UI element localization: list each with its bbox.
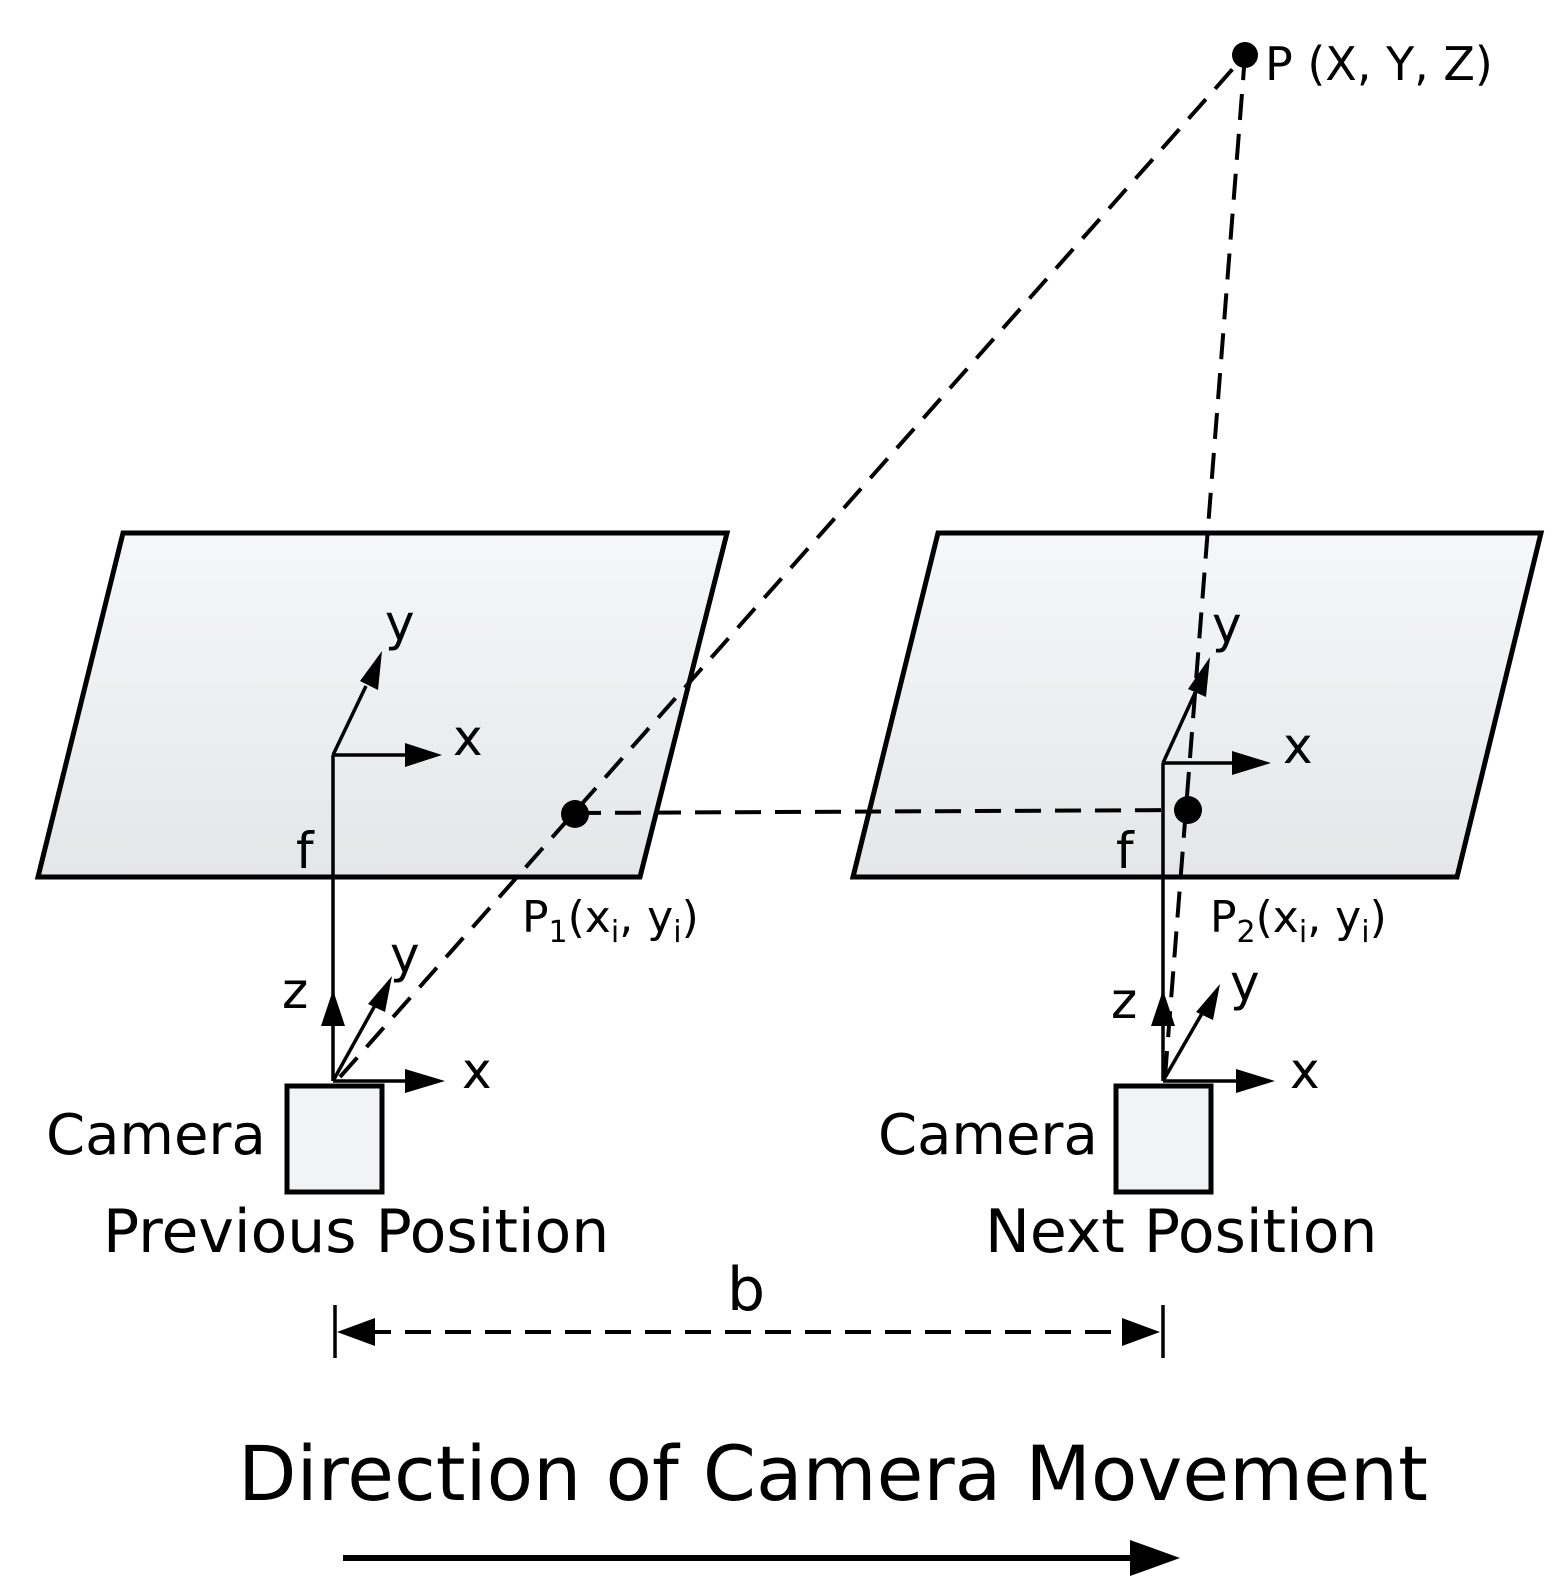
right-camera-box (1113, 1083, 1214, 1195)
p2-label: P2(xi, yi) (1210, 892, 1387, 950)
left-focal-label: f (296, 822, 315, 880)
left-cam-x-arrowhead (405, 1069, 445, 1093)
right-image-plane (849, 530, 1545, 880)
right-plane-y-arrowhead (1188, 657, 1210, 697)
right-plane-y-label: y (1212, 596, 1242, 654)
right-cam-z-label: z (1111, 972, 1137, 1030)
point-p1 (561, 800, 589, 828)
left-cam-y-label: y (390, 926, 420, 984)
left-plane-y-arrowhead (360, 651, 382, 690)
right-plane-x-label: x (1283, 717, 1313, 775)
point-p (1232, 42, 1258, 68)
right-focal-label: f (1116, 822, 1135, 880)
left-plane-x-arrowhead (405, 743, 442, 767)
point-p-label: P (X, Y, Z) (1265, 37, 1493, 91)
right-cam-y-axis-line (1161, 1009, 1206, 1082)
ray-right-camera-to-p (1163, 54, 1247, 1078)
left-camera-label: Camera (46, 1103, 266, 1168)
right-cam-y-arrowhead (1196, 984, 1220, 1020)
right-cam-z-arrowhead (1151, 990, 1175, 1026)
correspondence-line (574, 808, 1189, 815)
right-position-label: Next Position (985, 1197, 1377, 1267)
movement-title: Direction of Camera Movement (238, 1429, 1428, 1518)
left-image-plane (34, 530, 731, 880)
baseline-label: b (727, 1255, 765, 1325)
left-cam-z-label: z (282, 962, 308, 1020)
right-cam-x-arrowhead (1236, 1069, 1275, 1093)
point-p2 (1174, 796, 1202, 824)
left-cam-x-label: x (462, 1042, 492, 1100)
left-cam-y-arrowhead (368, 976, 392, 1012)
ray-left-camera-to-p (338, 53, 1247, 1079)
left-plane-x-label: x (453, 709, 483, 767)
right-plane-x-arrowhead (1232, 751, 1271, 775)
left-position-label: Previous Position (103, 1197, 609, 1267)
left-plane-y-axis-line (331, 685, 368, 756)
left-plane-y-label: y (385, 594, 415, 652)
left-cam-z-arrowhead (321, 990, 345, 1026)
baseline-right-arrowhead (1122, 1318, 1160, 1346)
right-camera-label: Camera (878, 1103, 1098, 1168)
right-cam-y-label: y (1230, 954, 1260, 1012)
p1-label: P1(xi, yi) (522, 892, 699, 950)
left-cam-y-axis-line (331, 999, 380, 1082)
right-plane-y-axis-line (1161, 692, 1197, 764)
right-cam-x-label: x (1290, 1042, 1320, 1100)
left-camera-box (284, 1083, 385, 1195)
baseline-left-arrowhead (337, 1318, 375, 1346)
movement-arrowhead (1130, 1540, 1180, 1576)
